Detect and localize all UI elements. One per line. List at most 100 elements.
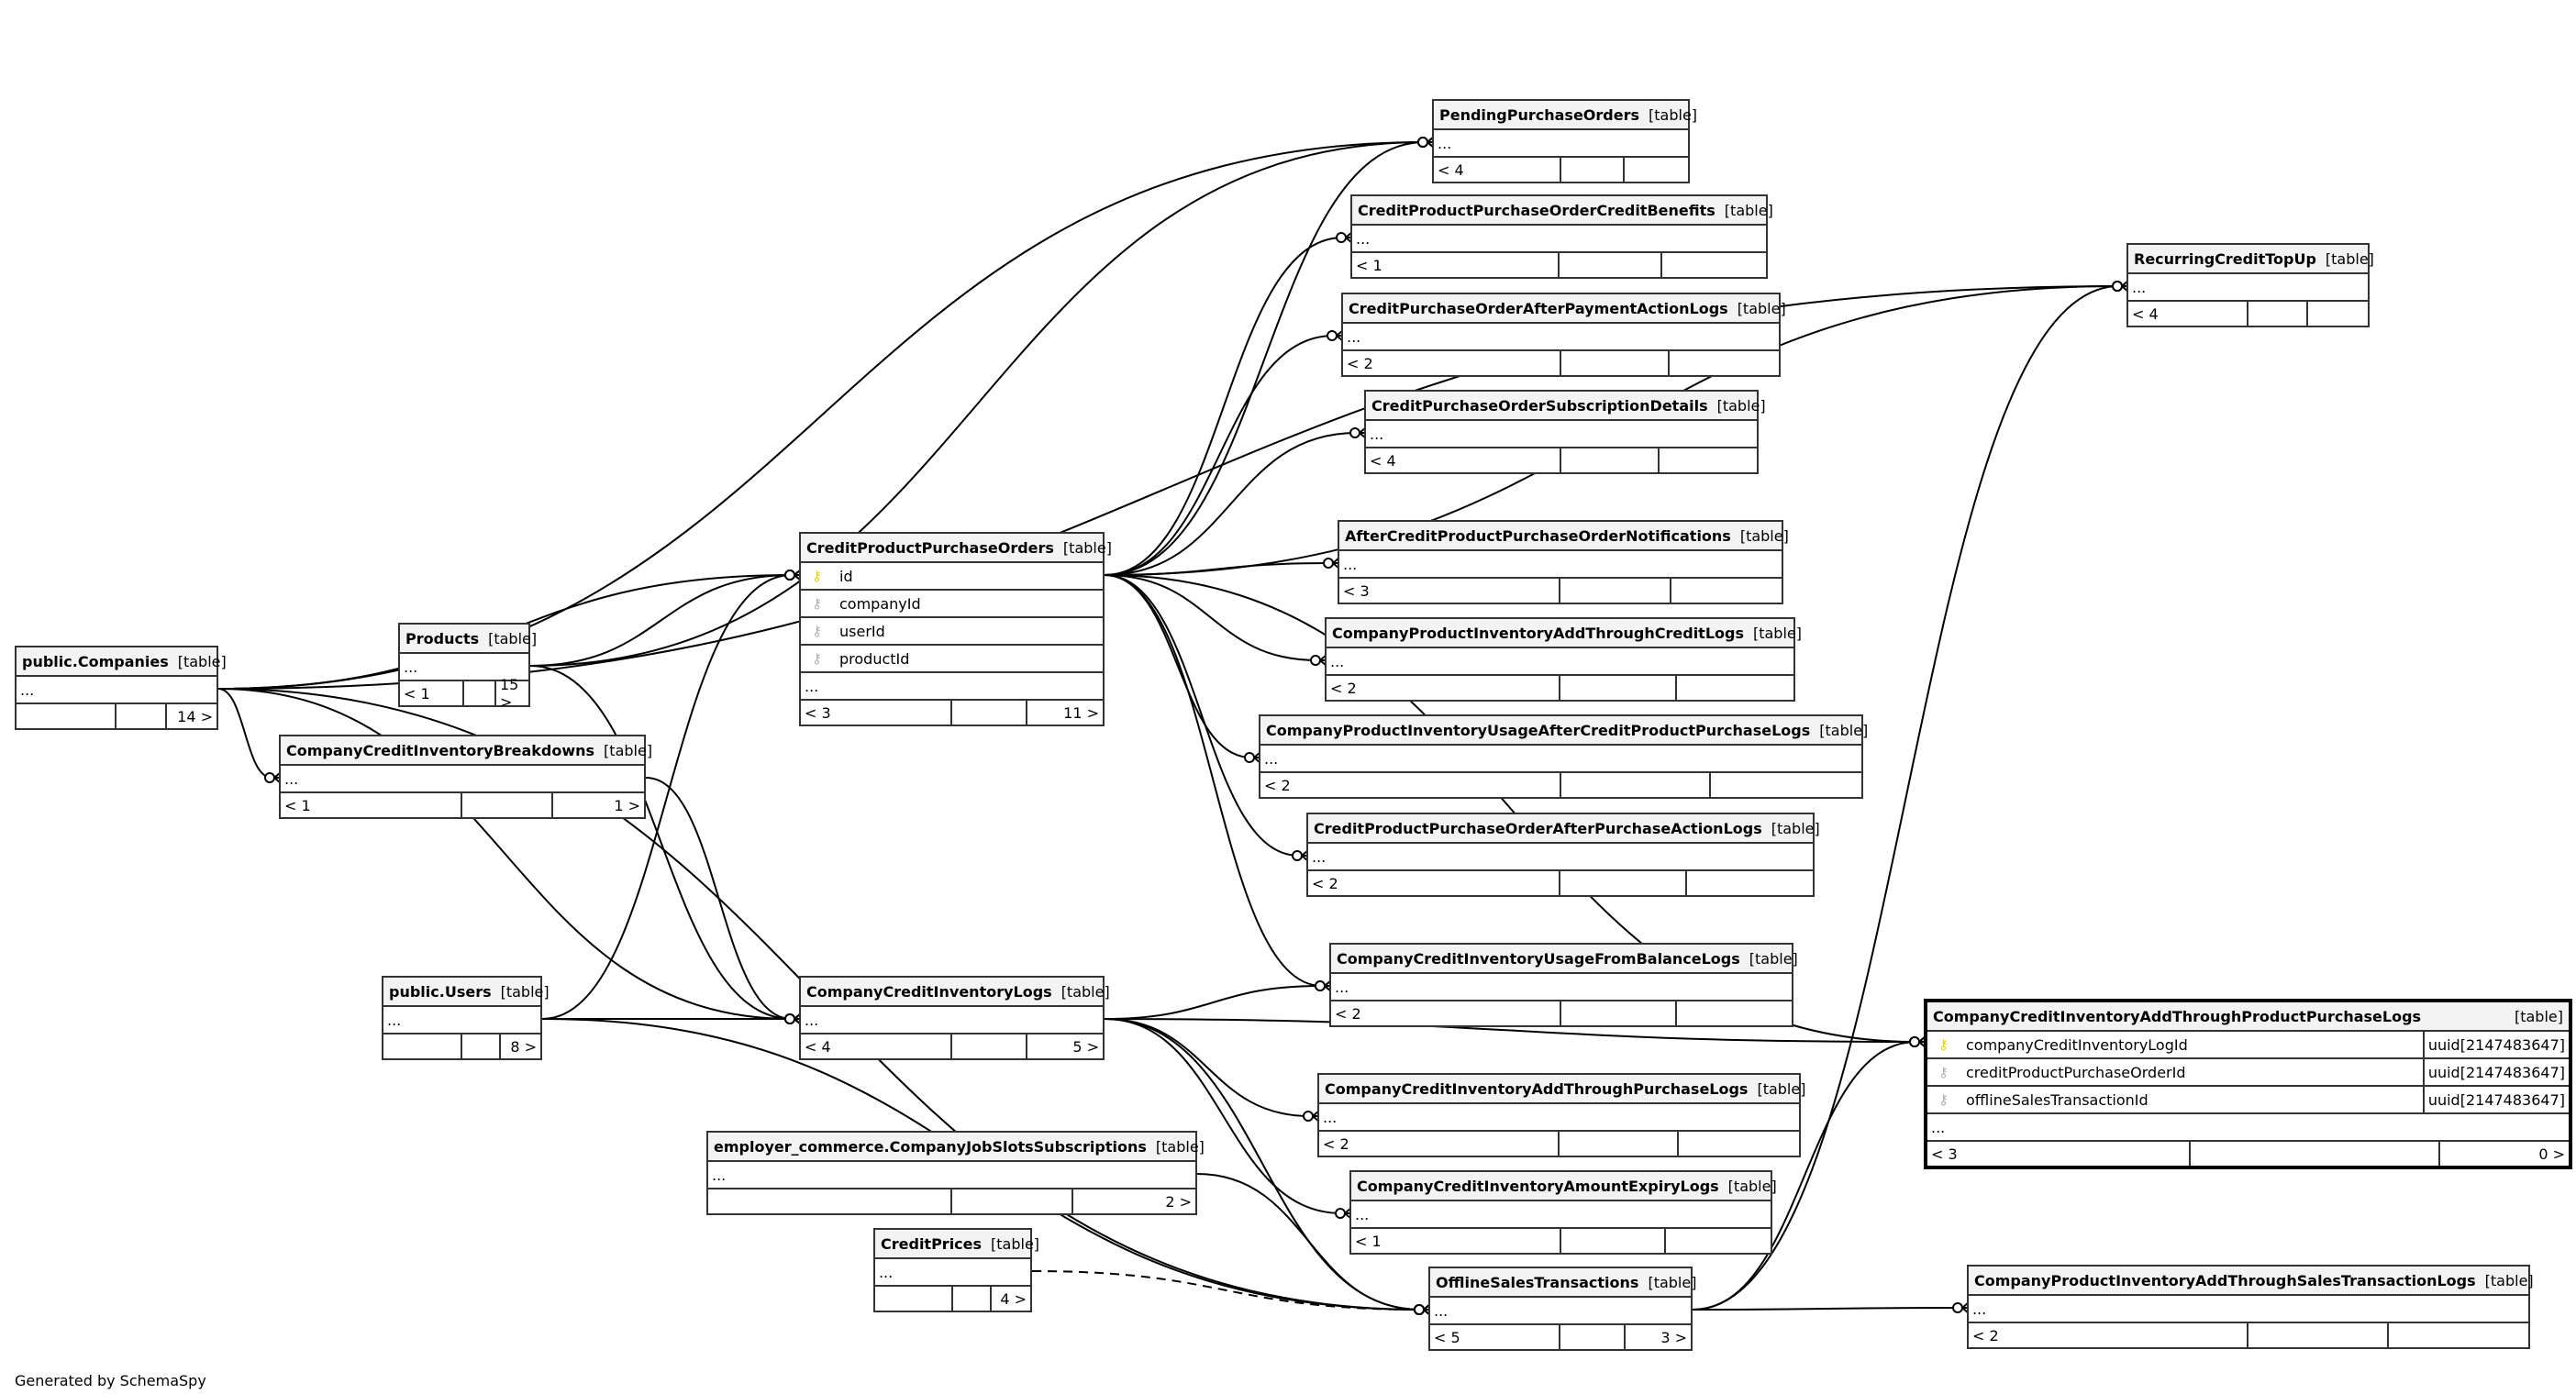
table-notifications[interactable]: AfterCreditProductPurchaseOrderNotificat…	[1338, 520, 1789, 604]
parents-count[interactable]: < 3	[801, 701, 952, 725]
parents-count[interactable]: < 2	[1327, 676, 1560, 700]
children-count[interactable]	[1677, 676, 1793, 700]
table-addpurchase[interactable]: CompanyCreditInventoryAddThroughPurchase…	[1317, 1073, 1805, 1157]
children-count[interactable]	[1711, 773, 1861, 797]
table-usagebalance[interactable]: CompanyCreditInventoryUsageFromBalanceLo…	[1329, 943, 1798, 1027]
table-users[interactable]: public.Users[table]...8 >	[382, 976, 550, 1060]
children-count[interactable]: 4 >	[1000, 1289, 1027, 1308]
table-companies[interactable]: public.Companies[table]...14 >	[15, 646, 227, 730]
children-count[interactable]	[1687, 871, 1814, 895]
parents-count[interactable]: < 2	[1260, 773, 1561, 797]
parents-count[interactable]: < 1	[281, 793, 462, 817]
table-afterpurchase[interactable]: CreditProductPurchaseOrderAfterPurchaseA…	[1306, 813, 1820, 897]
table-afterpay[interactable]: CreditPurchaseOrderAfterPaymentActionLog…	[1341, 293, 1786, 377]
table-name[interactable]: PendingPurchaseOrders	[1439, 105, 1640, 124]
children-count[interactable]	[1679, 1132, 1799, 1156]
children-count[interactable]: 11 >	[1063, 703, 1099, 722]
children-count[interactable]	[2389, 1323, 2529, 1347]
children-count[interactable]: 0 >	[2538, 1145, 2565, 1163]
table-name[interactable]: CreditPrices	[881, 1234, 983, 1253]
table-name[interactable]: public.Companies	[22, 652, 169, 670]
parents-count[interactable]	[708, 1189, 952, 1213]
parents-count[interactable]: < 2	[1969, 1323, 2248, 1347]
children-count[interactable]	[1625, 158, 1688, 182]
table-subdetails[interactable]: CreditPurchaseOrderSubscriptionDetails[t…	[1364, 390, 1766, 474]
table-name[interactable]: Products	[405, 629, 480, 647]
table-name[interactable]: RecurringCreditTopUp	[2134, 249, 2316, 268]
table-benefits[interactable]: CreditProductPurchaseOrderCreditBenefits…	[1350, 194, 1773, 279]
children-count[interactable]: 1 >	[614, 796, 640, 814]
parents-count[interactable]: < 3	[1927, 1142, 2191, 1166]
table-name[interactable]: CreditProductPurchaseOrders	[806, 538, 1054, 557]
children-count[interactable]	[1666, 1229, 1771, 1253]
parents-count[interactable]: < 2	[1319, 1132, 1560, 1156]
parents-count[interactable]: < 1	[1351, 1229, 1561, 1253]
table-name[interactable]: CompanyCreditInventoryLogs	[806, 982, 1052, 1001]
table-name[interactable]: CompanyCreditInventoryUsageFromBalanceLo…	[1337, 949, 1740, 968]
table-name[interactable]: CompanyCreditInventoryAddThroughProductP…	[1933, 1007, 2422, 1025]
parents-count[interactable]: < 1	[1352, 253, 1560, 277]
table-name[interactable]: OfflineSalesTransactions	[1436, 1273, 1639, 1291]
parents-count[interactable]: < 4	[2128, 302, 2248, 326]
table-usageafter[interactable]: CompanyProductInventoryUsageAfterCreditP…	[1259, 714, 1868, 799]
parents-count[interactable]: < 1	[400, 681, 464, 705]
children-count[interactable]: 3 >	[1660, 1328, 1687, 1346]
parents-count[interactable]: < 4	[1434, 158, 1561, 182]
children-count[interactable]	[2308, 302, 2368, 326]
parents-count[interactable]	[17, 704, 117, 728]
table-name[interactable]: CreditPurchaseOrderSubscriptionDetails	[1371, 396, 1708, 415]
table-name[interactable]: CompanyCreditInventoryBreakdowns	[286, 741, 595, 759]
table-jobslots[interactable]: employer_commerce.CompanyJobSlotsSubscri…	[706, 1131, 1205, 1215]
parents-count[interactable]: < 2	[1308, 871, 1560, 895]
children-count[interactable]: 14 >	[177, 707, 213, 725]
table-addsales[interactable]: CompanyProductInventoryAddThroughSalesTr…	[1967, 1265, 2534, 1349]
children-count[interactable]	[1677, 1001, 1793, 1025]
table-expiry[interactable]: CompanyCreditInventoryAmountExpiryLogs[t…	[1349, 1170, 1777, 1255]
children-count[interactable]: 5 >	[1072, 1037, 1099, 1056]
table-addcredit[interactable]: CompanyProductInventoryAddThroughCreditL…	[1325, 617, 1802, 702]
children-count[interactable]: 8 >	[510, 1037, 537, 1056]
parents-count[interactable]: < 3	[1339, 579, 1560, 603]
parents-count[interactable]: < 5	[1430, 1325, 1560, 1349]
column-row[interactable]: ⚷id	[801, 563, 1103, 591]
column-row[interactable]: ⚷productId	[801, 646, 1103, 673]
table-recurring[interactable]: RecurringCreditTopUp[table]...< 4	[2126, 243, 2374, 327]
table-name[interactable]: AfterCreditProductPurchaseOrderNotificat…	[1345, 526, 1731, 545]
parents-count[interactable]: < 2	[1331, 1001, 1561, 1025]
parents-count[interactable]: < 4	[801, 1034, 952, 1058]
table-name[interactable]: employer_commerce.CompanyJobSlotsSubscri…	[714, 1137, 1147, 1156]
table-name[interactable]: CreditPurchaseOrderAfterPaymentActionLog…	[1349, 299, 1728, 317]
table-focus[interactable]: CompanyCreditInventoryAddThroughProductP…	[1924, 999, 2572, 1169]
table-name[interactable]: CompanyCreditInventoryAmountExpiryLogs	[1357, 1177, 1719, 1195]
parents-count[interactable]	[383, 1034, 462, 1058]
table-name[interactable]: public.Users	[389, 982, 492, 1001]
table-cppo[interactable]: CreditProductPurchaseOrders[table]⚷id⚷co…	[799, 532, 1112, 726]
table-prices[interactable]: CreditPrices[table]...4 >	[873, 1228, 1039, 1312]
children-count[interactable]: 2 >	[1165, 1192, 1192, 1211]
parents-count[interactable]	[875, 1287, 953, 1311]
column-row[interactable]: ⚷userId	[801, 618, 1103, 646]
table-name[interactable]: CompanyCreditInventoryAddThroughPurchase…	[1325, 1079, 1749, 1098]
table-name[interactable]: CompanyProductInventoryUsageAfterCreditP…	[1266, 721, 1811, 739]
table-name[interactable]: CompanyProductInventoryAddThroughSalesTr…	[1974, 1271, 2476, 1289]
children-count[interactable]	[1670, 351, 1779, 375]
children-count[interactable]	[1660, 448, 1758, 472]
table-name[interactable]: CreditProductPurchaseOrderAfterPurchaseA…	[1314, 819, 1762, 837]
table-name[interactable]: CreditProductPurchaseOrderCreditBenefits	[1358, 201, 1715, 219]
parents-count[interactable]: < 4	[1366, 448, 1561, 472]
table-name[interactable]: CompanyProductInventoryAddThroughCreditL…	[1332, 624, 1744, 642]
table-breakdowns[interactable]: CompanyCreditInventoryBreakdowns[table].…	[279, 735, 652, 819]
parents-count[interactable]: < 2	[1343, 351, 1561, 375]
column-row[interactable]: ⚷companyId	[801, 591, 1103, 618]
table-pending[interactable]: PendingPurchaseOrders[table]...< 4	[1432, 99, 1697, 183]
zero-cardinality-marker	[1323, 558, 1334, 569]
children-count[interactable]: 15 >	[500, 676, 519, 711]
children-count[interactable]	[1662, 253, 1766, 277]
children-count[interactable]	[1671, 579, 1782, 603]
